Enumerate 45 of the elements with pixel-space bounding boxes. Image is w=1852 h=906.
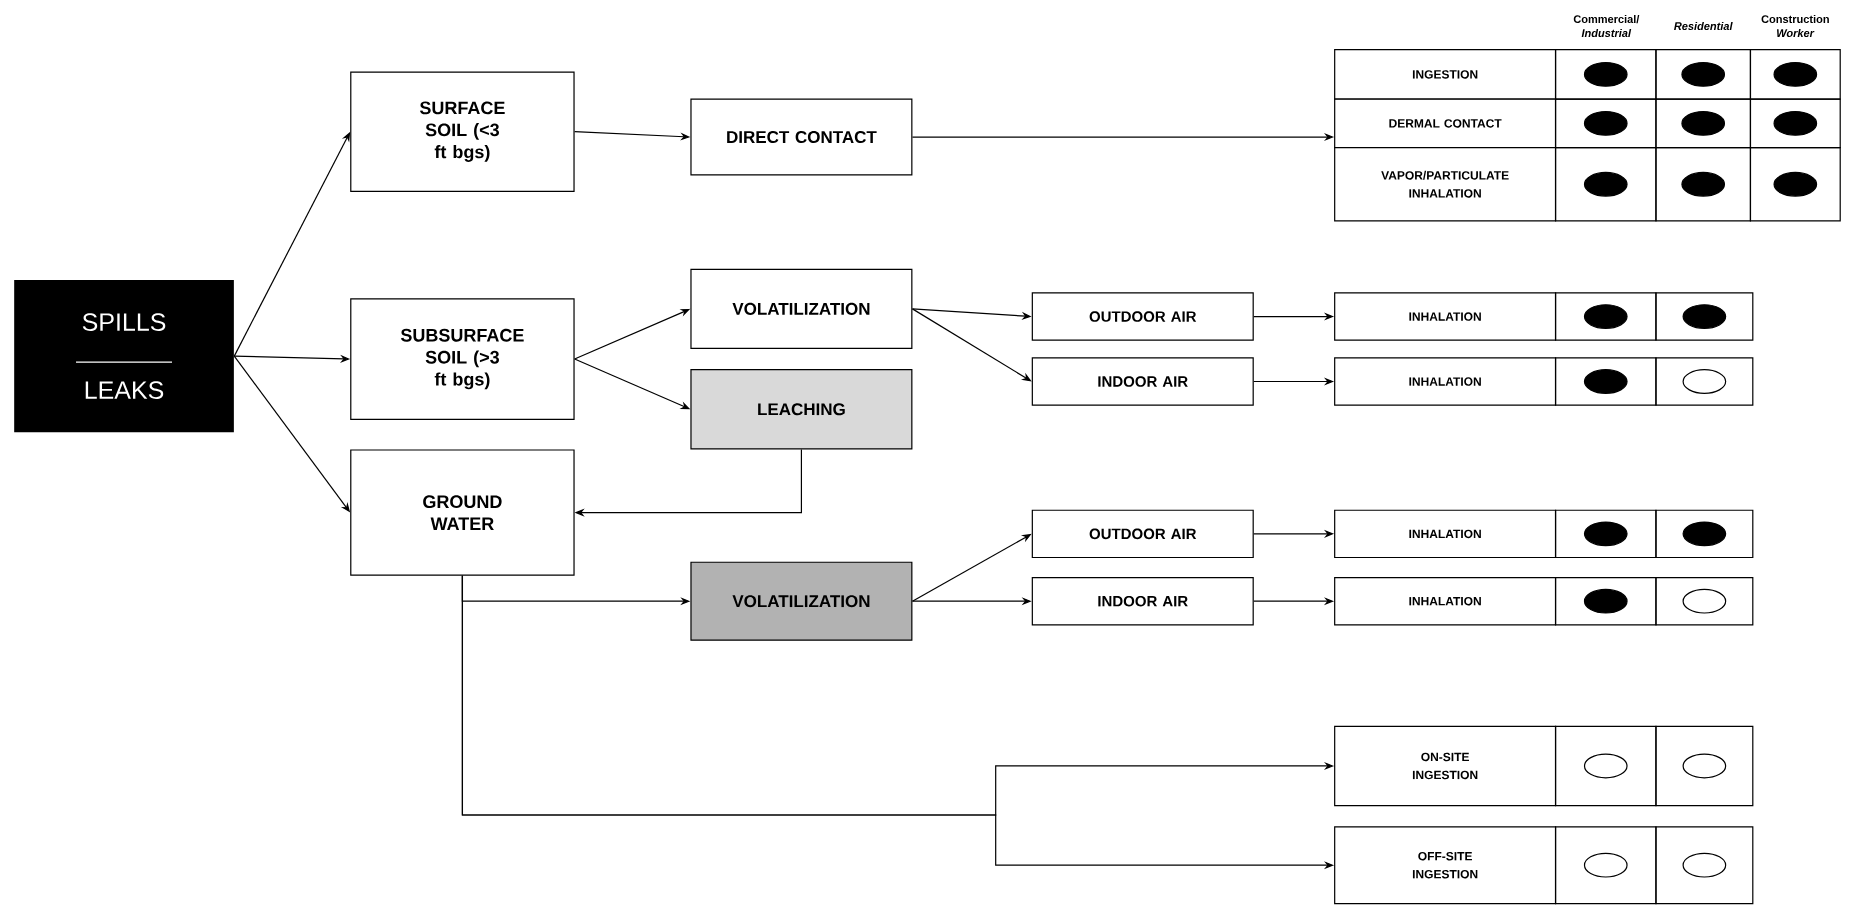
exposure-marker [1682,304,1727,329]
process-box: VOLATILIZATION [690,561,913,641]
medium-box: SUBSURFACE SOIL (>3 ft bgs) [350,298,575,420]
exposure-marker [1682,588,1727,614]
exposure-cell: INHALATION [1334,509,1557,559]
exposure-marker [1773,62,1818,87]
exposure-cell: INHALATION [1334,357,1557,406]
exposure-marker [1583,62,1628,87]
process-box: VOLATILIZATION [690,268,913,350]
exposure-marker [1682,521,1727,547]
exposure-cell: INGESTION [1334,49,1557,100]
medium-box: OUTDOOR AIR [1031,509,1254,559]
exposure-marker [1583,852,1628,878]
column-header: Construction Worker [1761,15,1829,38]
medium-box: OUTDOOR AIR [1031,292,1254,341]
exposure-marker [1583,111,1628,136]
exposure-marker [1583,753,1628,779]
exposure-marker [1681,171,1726,197]
exposure-marker [1773,111,1818,136]
exposure-cell: INHALATION [1334,577,1557,626]
column-header: Residential [1674,22,1733,31]
exposure-marker [1583,369,1628,394]
exposure-marker [1681,111,1726,136]
exposure-marker [1583,521,1628,547]
column-header: Commercial/ Industrial [1573,15,1640,38]
source-box: SPILLS LEAKS [14,279,234,433]
exposure-marker [1583,588,1628,614]
process-box: LEACHING [690,369,913,450]
medium-box: GROUND WATER [350,449,575,576]
exposure-marker [1773,171,1818,197]
exposure-marker [1682,852,1727,878]
medium-box: INDOOR AIR [1031,577,1254,626]
exposure-marker [1682,753,1727,779]
exposure-marker [1583,171,1628,197]
exposure-cell: OFF-SITE INGESTION [1334,826,1557,905]
medium-box: INDOOR AIR [1031,357,1254,406]
exposure-cell: DERMAL CONTACT [1334,98,1557,149]
exposure-marker [1583,304,1628,329]
exposure-marker [1682,369,1727,394]
medium-box: SURFACE SOIL (<3 ft bgs) [350,71,575,192]
exposure-cell: VAPOR/PARTICULATE INHALATION [1334,147,1557,222]
exposure-marker [1681,62,1726,87]
exposure-cell: ON-SITE INGESTION [1334,725,1557,807]
process-box: DIRECT CONTACT [690,98,913,176]
exposure-cell: INHALATION [1334,292,1557,341]
